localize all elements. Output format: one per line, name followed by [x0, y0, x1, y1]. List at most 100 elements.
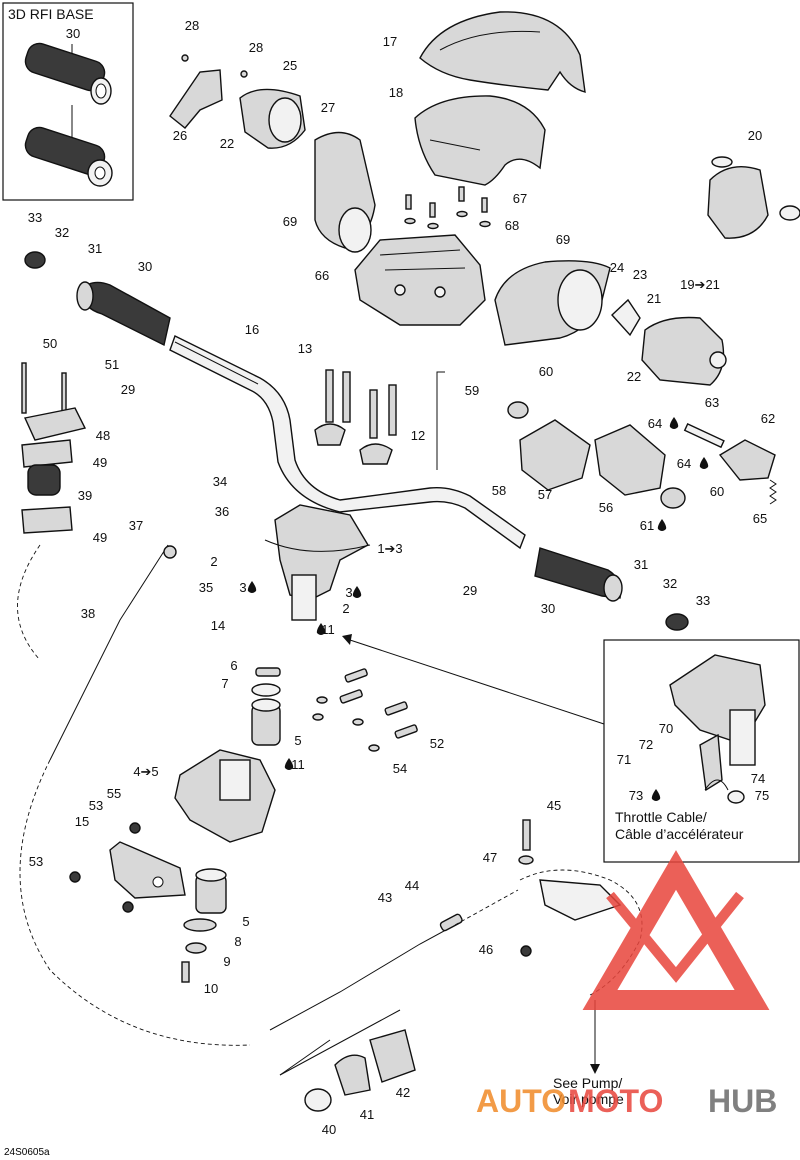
throttle-cable-inset: Throttle Cable/ Câble d’accélérateur [603, 639, 800, 863]
bolts-52 [339, 668, 418, 739]
callout-66: 66 [315, 268, 329, 283]
nuts-53 [69, 822, 141, 913]
oil-drop-icon [651, 789, 661, 801]
callout-8: 8 [234, 934, 241, 949]
callout-70: 70 [659, 721, 673, 736]
callout-35: 35 [199, 580, 213, 595]
callout-28: 28 [185, 18, 199, 33]
callout-37: 37 [129, 518, 143, 533]
callout-28: 28 [249, 40, 263, 55]
callout-30: 30 [66, 26, 80, 41]
callout-40: 40 [322, 1122, 336, 1137]
cable-38 [17, 544, 177, 761]
callout-55: 55 [107, 786, 121, 801]
oil-drop-icon [657, 519, 667, 531]
lever-62 [683, 423, 776, 481]
callout-30: 30 [138, 259, 152, 274]
callout-57: 57 [538, 487, 552, 502]
callout-71: 71 [617, 752, 631, 767]
callout-73: 73 [629, 788, 643, 803]
callout-53: 53 [29, 854, 43, 869]
steering-support-4-5 [174, 749, 276, 843]
bushing-5-upper [251, 698, 281, 746]
watermark-logo: AUTO MOTO HUB [476, 850, 777, 1119]
oil-drop-icon [316, 623, 326, 635]
handlebar-cover-17 [419, 11, 586, 93]
callout-2: 2 [342, 601, 349, 616]
pump-caption-line1: See Pump/ [553, 1075, 622, 1091]
callout-67: 67 [513, 191, 527, 206]
callout-6: 6 [230, 658, 237, 673]
callout-69: 69 [283, 214, 297, 229]
callout-41: 41 [360, 1107, 374, 1122]
callout-34: 34 [213, 474, 227, 489]
callout-31: 31 [634, 557, 648, 572]
callout-54: 54 [393, 761, 407, 776]
callout-75: 75 [755, 788, 769, 803]
callout-65: 65 [753, 511, 767, 526]
block-56 [594, 424, 666, 496]
callout-42: 42 [396, 1085, 410, 1100]
watermark-text-a: AUTO [476, 1083, 566, 1119]
inset-title: 3D RFI BASE [8, 6, 94, 22]
callout-49: 49 [93, 455, 107, 470]
block-57 [519, 419, 591, 491]
callout-14: 14 [211, 618, 225, 633]
callout-39: 39 [78, 488, 92, 503]
callout-46: 46 [479, 942, 493, 957]
callout-31: 31 [88, 241, 102, 256]
handlebar-16 [169, 335, 526, 550]
callout-2: 2 [210, 554, 217, 569]
callout-27: 27 [321, 100, 335, 115]
callout-29: 29 [463, 583, 477, 598]
callout-60: 60 [539, 364, 553, 379]
bracket-set-48-49 [21, 362, 87, 534]
callout-48: 48 [96, 428, 110, 443]
callout-15: 15 [75, 814, 89, 829]
control-housing-66 [354, 234, 486, 326]
grip-30-right [534, 547, 623, 602]
callout-7: 7 [221, 676, 228, 691]
callout-58: 58 [492, 483, 506, 498]
washers-8-9 [183, 918, 217, 954]
pump-caption-line2: Voir pompe [553, 1091, 624, 1107]
clamps-12 [314, 423, 393, 465]
oil-drop-icons [247, 417, 709, 801]
callout-60: 60 [710, 484, 724, 499]
callout-18: 18 [389, 85, 403, 100]
callout-49: 49 [93, 530, 107, 545]
callout-33: 33 [28, 210, 42, 225]
screws-13 [325, 369, 397, 439]
callout-64: 64 [648, 416, 662, 431]
drawing-code: 24S0605a [4, 1147, 50, 1158]
callout-29: 29 [121, 382, 135, 397]
oil-drop-icon [247, 581, 257, 593]
clip-23 [611, 298, 641, 337]
bushing-5-lower [195, 868, 227, 914]
callout-33: 33 [696, 593, 710, 608]
watermark-text-c: HUB [708, 1083, 777, 1119]
callout-50: 50 [43, 336, 57, 351]
callout-44: 44 [405, 878, 419, 893]
callout-26: 26 [173, 128, 187, 143]
callout-62: 62 [761, 411, 775, 426]
end-cap-33-left [24, 251, 46, 269]
oil-drop-icon [352, 586, 362, 598]
callout-9: 9 [223, 954, 230, 969]
oil-drop-icon [669, 417, 679, 429]
cable-43-44 [269, 889, 519, 1031]
cover-69-right [494, 260, 611, 346]
throttle-caption-line2: Câble d’accélérateur [615, 826, 744, 842]
bracket-26 [169, 54, 248, 129]
fitting-40-42 [279, 1009, 416, 1112]
bolt-10 [181, 961, 190, 983]
switch-housing-19 [641, 316, 727, 386]
callout-12: 12 [411, 428, 425, 443]
callout-32: 32 [55, 225, 69, 240]
callout-22: 22 [220, 136, 234, 151]
rfi-base-inset: 3D RFI BASE [2, 2, 134, 201]
screws-67 [405, 186, 488, 218]
bracket-15 [109, 841, 186, 899]
